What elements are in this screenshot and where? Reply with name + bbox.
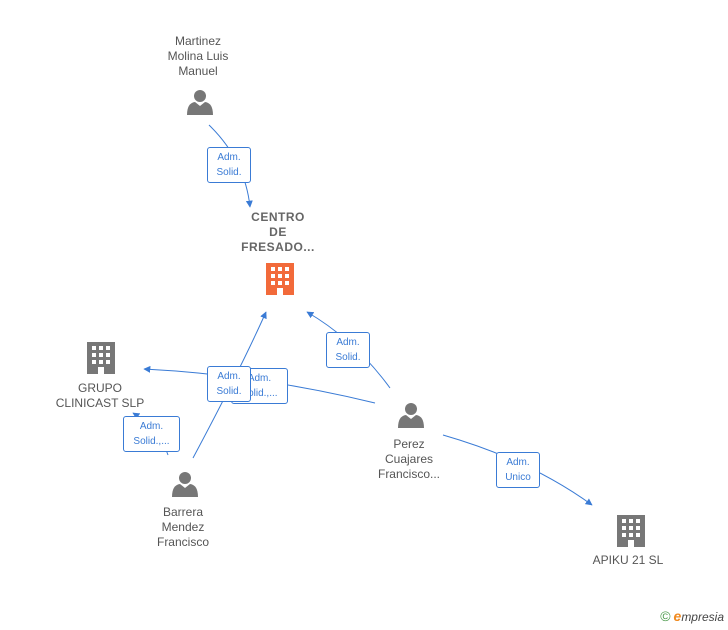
brand-logo-initial: e — [673, 608, 682, 624]
copyright-icon: © — [660, 608, 671, 624]
person-icon — [398, 403, 424, 428]
person-icon — [172, 472, 198, 497]
brand-name: mpresia — [681, 610, 724, 624]
node-label-barrera[interactable]: Barrera Mendez Francisco — [156, 505, 209, 549]
relation-label[interactable]: Adm. Solid. — [207, 366, 251, 402]
node-label-centro-de-fresado[interactable]: CENTRO DE FRESADO... — [241, 210, 315, 254]
relation-label[interactable]: Adm. Solid. — [207, 147, 251, 183]
footer-brand: ©empresia — [660, 608, 724, 624]
building-icon — [617, 515, 645, 547]
person-icon — [187, 90, 213, 115]
relation-label[interactable]: Adm. Unico — [496, 452, 540, 488]
relation-label[interactable]: Adm. Solid.,... — [123, 416, 180, 452]
node-label-perez[interactable]: Perez Cuajares Francisco... — [377, 437, 440, 481]
relation-label[interactable]: Adm. Solid. — [326, 332, 370, 368]
node-label-apiku[interactable]: APIKU 21 SL — [592, 553, 664, 567]
building-icon — [266, 263, 294, 295]
node-label-martinez[interactable]: Martinez Molina Luis Manuel — [167, 34, 229, 78]
node-label-grupo-clinicast[interactable]: GRUPO CLINICAST SLP — [55, 381, 145, 410]
building-icon — [87, 342, 115, 374]
